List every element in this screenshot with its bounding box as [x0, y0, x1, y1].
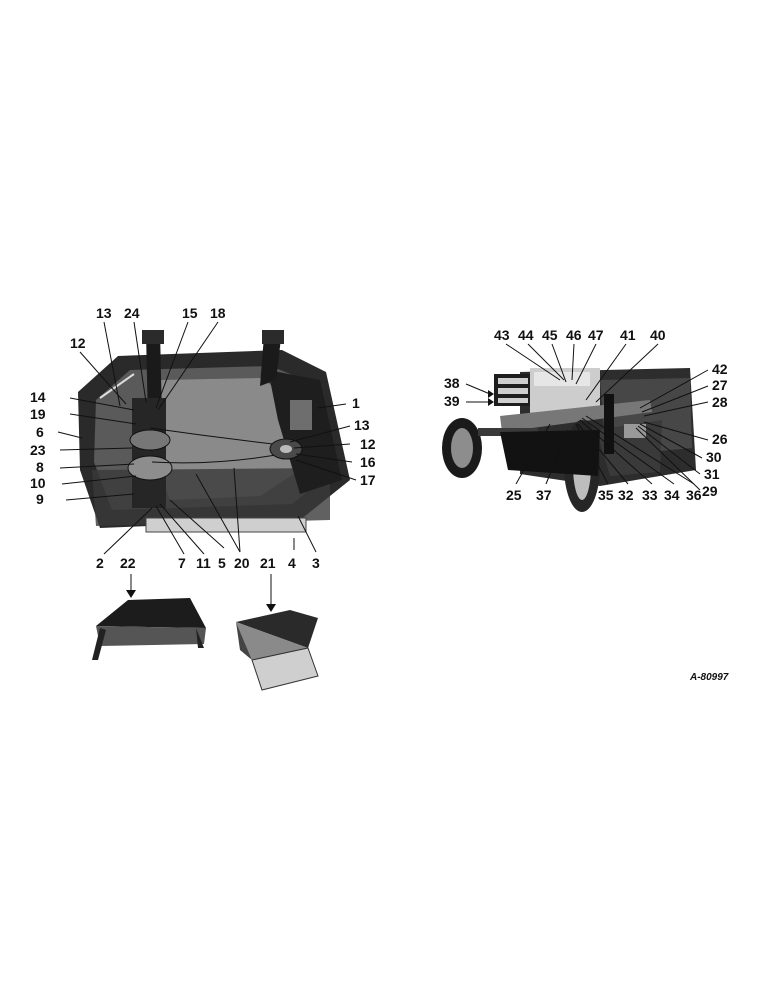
callout-20: 20: [234, 555, 250, 571]
callouts-left: 13 24 15 18 12 14 19 6 23 8 10 9 1 13 12…: [30, 305, 376, 571]
callout-30: 30: [706, 449, 722, 465]
callout-31: 31: [704, 466, 720, 482]
callout-12: 12: [70, 335, 86, 351]
callout-14: 14: [30, 389, 46, 405]
arrow-38-icon: [488, 390, 494, 398]
callout-15: 15: [182, 305, 198, 321]
callout-35: 35: [598, 487, 614, 503]
callout-46: 46: [566, 327, 582, 343]
callout-11: 11: [196, 555, 211, 571]
callout-19: 19: [30, 406, 46, 422]
leader-lines-right: [465, 343, 709, 491]
callout-13b: 13: [354, 417, 370, 433]
callout-34: 34: [664, 487, 680, 503]
callout-1: 1: [352, 395, 360, 411]
callout-36: 36: [686, 487, 702, 503]
shield-part-21: [236, 610, 319, 691]
callout-24: 24: [124, 305, 140, 321]
callout-18: 18: [210, 305, 226, 321]
callout-17: 17: [360, 472, 376, 488]
callout-22: 22: [120, 555, 136, 571]
callout-39: 39: [444, 393, 460, 409]
callout-44: 44: [518, 327, 534, 343]
tractor-illustration: [442, 368, 696, 512]
callout-47: 47: [588, 327, 604, 343]
callout-37: 37: [536, 487, 552, 503]
callout-43: 43: [494, 327, 510, 343]
mower-deck-illustration: [78, 330, 350, 533]
callout-13: 13: [96, 305, 112, 321]
arrow-21-icon: [266, 604, 276, 612]
callout-28: 28: [712, 394, 728, 410]
callout-10: 10: [30, 475, 46, 491]
callout-25: 25: [506, 487, 522, 503]
callout-45: 45: [542, 327, 558, 343]
callout-27: 27: [712, 377, 728, 393]
callout-21: 21: [260, 555, 276, 571]
callout-4: 4: [288, 555, 296, 571]
callout-3: 3: [312, 555, 320, 571]
callout-40: 40: [650, 327, 666, 343]
callouts-right: 43 44 45 46 47 41 40 38 39 42 27 28 26 3…: [444, 327, 728, 503]
reference-code: A-80997: [690, 672, 729, 683]
arrow-22-icon: [126, 590, 136, 598]
callout-38: 38: [444, 375, 460, 391]
callout-9: 9: [36, 491, 44, 507]
shield-part-22: [92, 598, 206, 660]
callout-23: 23: [30, 442, 46, 458]
callout-33: 33: [642, 487, 658, 503]
callout-29: 29: [702, 483, 718, 499]
arrow-39-icon: [488, 398, 494, 406]
callout-42: 42: [712, 361, 728, 377]
callout-5: 5: [218, 555, 226, 571]
callout-2: 2: [96, 555, 104, 571]
callout-26: 26: [712, 431, 728, 447]
callout-8: 8: [36, 459, 44, 475]
callout-16: 16: [360, 454, 376, 470]
callout-12b: 12: [360, 436, 376, 452]
callout-32: 32: [618, 487, 634, 503]
callout-6: 6: [36, 424, 44, 440]
callout-7: 7: [178, 555, 186, 571]
callout-41: 41: [620, 327, 636, 343]
